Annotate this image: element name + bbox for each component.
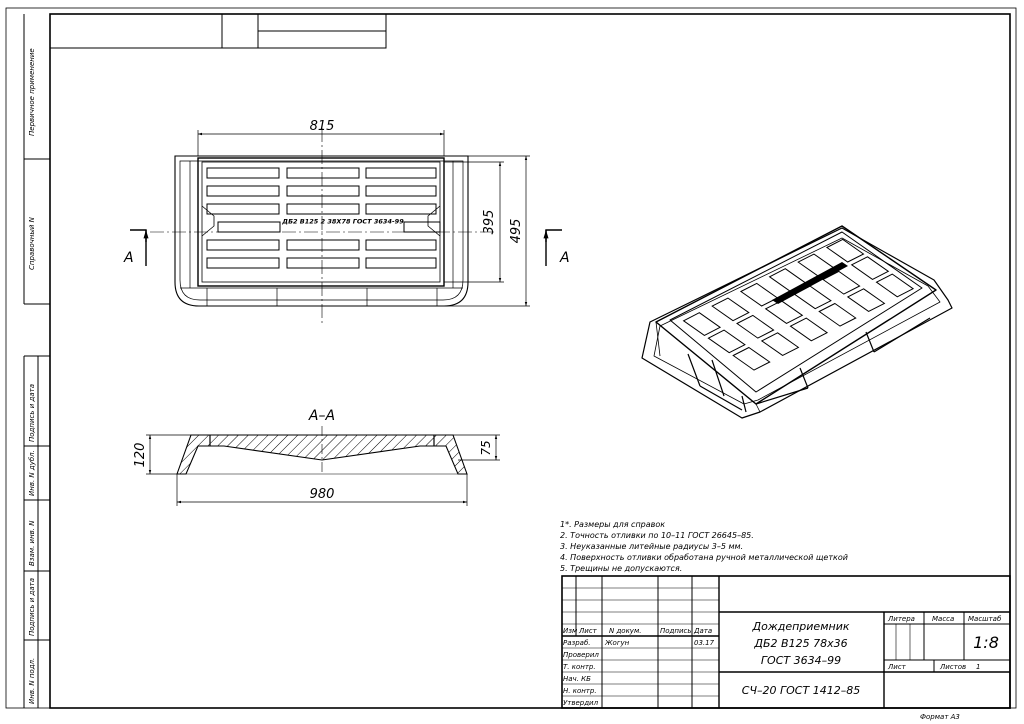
- side-label-primary: Первичное применение: [28, 48, 36, 136]
- side-label-sign-2: Подпись и дата: [28, 578, 36, 636]
- iso-slot: [707, 329, 746, 354]
- role-approved: Утвердил: [563, 699, 599, 707]
- iso-slot: [736, 314, 775, 339]
- grate-slot: [365, 239, 437, 251]
- grate-slot: [365, 203, 437, 215]
- dim-980: 980: [310, 487, 335, 502]
- col-izm: Изм: [563, 627, 578, 635]
- scale-value: 1:8: [973, 633, 999, 652]
- title-block-roles: Разраб. Жогун 03.17 Проверил Т. контр. Н…: [563, 639, 715, 707]
- format-label: Формат А3: [920, 713, 960, 721]
- isometric-view: [641, 225, 953, 419]
- sheet-label: Лист: [887, 663, 907, 671]
- plan-dimensions: [197, 130, 530, 307]
- role-checker: Проверил: [563, 651, 599, 659]
- plan-centerlines: [150, 128, 494, 326]
- iso-slot: [789, 317, 829, 342]
- side-label-sign-1: Подпись и дата: [28, 384, 36, 442]
- col-date: Дата: [693, 627, 712, 635]
- grate-slot: [365, 167, 437, 179]
- isometric-slots: [682, 238, 915, 371]
- role-head-kb: Нач. КБ: [563, 675, 591, 683]
- col-list: Лист: [578, 627, 598, 635]
- role-tech-control: Т. контр.: [563, 663, 596, 671]
- grate-slot: [217, 221, 281, 233]
- mass-label: Масса: [932, 615, 954, 623]
- note-2: 2. Точность отливки по 10–11 ГОСТ 26645–…: [560, 531, 754, 540]
- dim-815: 815: [310, 119, 335, 134]
- iso-slot: [846, 288, 886, 312]
- iso-slot: [850, 256, 890, 280]
- grate-slot: [206, 239, 280, 251]
- dim-75: 75: [479, 440, 493, 455]
- section-arrows: [130, 229, 562, 266]
- grate-slot: [286, 185, 360, 197]
- grate-slot: [206, 203, 280, 215]
- section-dimensions: [146, 434, 500, 506]
- note-5: 5. Трещины не допускаются.: [560, 564, 682, 573]
- title-block-name: Дождеприемник ДБ2 В125 78х36 ГОСТ 3634–9…: [742, 620, 860, 697]
- notes: 1*. Размеры для справок 2. Точность отли…: [560, 520, 848, 573]
- product-name: Дождеприемник: [752, 620, 850, 633]
- iso-slot: [760, 332, 800, 356]
- grate-slot: [365, 185, 437, 197]
- grate-slot: [286, 203, 360, 215]
- iso-slot: [764, 300, 804, 324]
- col-doc: N докум.: [609, 627, 641, 635]
- marking-text: ДБ2 В125 2 38X78 ГОСТ 3634-99: [281, 218, 404, 226]
- iso-slot: [739, 282, 779, 307]
- name-developer: Жогун: [604, 639, 630, 647]
- grate-slot: [286, 167, 360, 179]
- side-label-reference: Справочный N: [28, 216, 36, 270]
- iso-slot: [875, 273, 915, 298]
- section-mark-right: А: [559, 250, 570, 266]
- grate-slot: [206, 167, 280, 179]
- date-developer: 03.17: [694, 639, 715, 647]
- title-block-grid: [561, 575, 1011, 709]
- litera-label: Литера: [887, 615, 915, 623]
- title-block-headers: Изм Лист N докум. Подпись Дата: [563, 627, 712, 635]
- dim-395: 395: [482, 210, 497, 235]
- title-block-right: Литера Масса Масштаб Лист Листов 1: [887, 615, 1002, 671]
- side-label-orig: Инв. N подл.: [28, 658, 36, 704]
- grate-marking: ДБ2 В125 2 38X78 ГОСТ 3634-99: [281, 215, 404, 226]
- iso-slot: [711, 297, 750, 322]
- grate-slot: [403, 221, 441, 233]
- frame: [5, 7, 1017, 709]
- section-mark-left: А: [123, 250, 134, 266]
- grate-slot: [286, 257, 360, 269]
- side-label-dup: Инв. N дубл.: [28, 450, 36, 496]
- iso-slot: [822, 270, 861, 295]
- material: СЧ–20 ГОСТ 1412–85: [742, 684, 860, 697]
- product-standard: ГОСТ 3634–99: [761, 654, 841, 667]
- isometric-marking: [772, 262, 848, 304]
- note-4: 4. Поверхность отливки обработана ручной…: [560, 553, 848, 562]
- col-sign: Подпись: [660, 627, 692, 635]
- side-label-replace: Взам. инв. N: [28, 520, 36, 566]
- dim-120: 120: [133, 443, 148, 468]
- role-developer: Разраб.: [563, 639, 591, 647]
- role-norm-control: Н. контр.: [563, 687, 597, 695]
- side-strip: [23, 14, 50, 708]
- note-3: 3. Неуказанные литейные радиусы 3–5 мм.: [560, 542, 743, 551]
- sheets-label: Листов: [939, 663, 966, 671]
- iso-slot: [818, 302, 857, 327]
- side-labels: Первичное применение Справочный N Подпис…: [28, 48, 36, 704]
- scale-label: Масштаб: [968, 615, 1002, 623]
- grate-slot: [206, 185, 280, 197]
- dim-495: 495: [509, 219, 524, 244]
- section-title: А–А: [308, 408, 335, 424]
- iso-slot: [732, 346, 771, 371]
- top-stamp: [49, 13, 387, 49]
- grate-slot: [286, 239, 360, 251]
- product-designation: ДБ2 В125 78х36: [753, 637, 847, 650]
- iso-slot: [682, 312, 722, 336]
- sheets-value: 1: [976, 663, 980, 671]
- iso-slot: [825, 238, 865, 263]
- grate-slot: [365, 257, 437, 269]
- note-1: 1*. Размеры для справок: [560, 520, 665, 529]
- grate-slot: [206, 257, 280, 269]
